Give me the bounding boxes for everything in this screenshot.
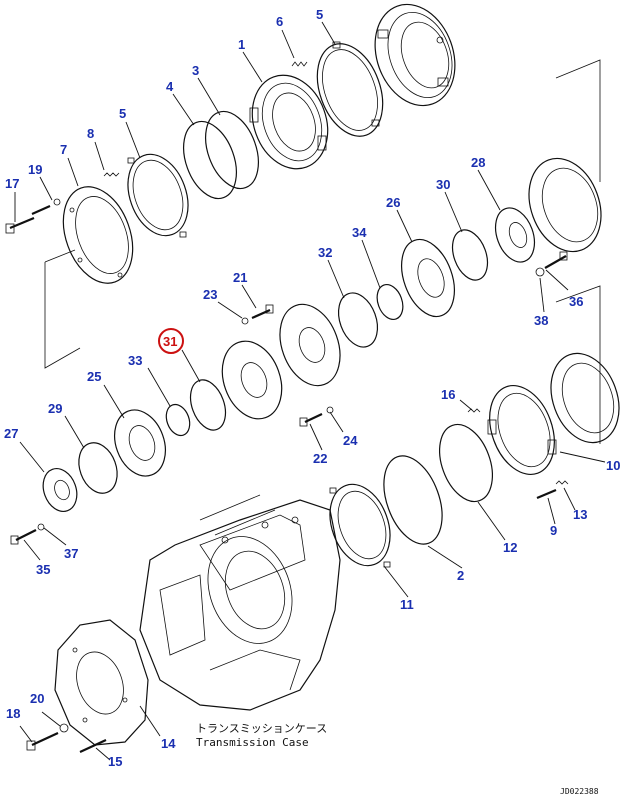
part-21-bolt	[251, 304, 274, 320]
part-10-housing	[550, 352, 620, 444]
callout-15: 15	[108, 754, 122, 769]
callout-34: 34	[352, 225, 367, 240]
callout-16: 16	[441, 387, 455, 402]
callout-4: 4	[166, 79, 174, 94]
part-38-washer	[535, 267, 545, 277]
part-34-ring	[376, 283, 404, 321]
callout-11: 11	[400, 597, 414, 612]
part-12-ring	[439, 423, 493, 503]
callout-26: 26	[386, 195, 400, 210]
callout-33: 33	[128, 353, 142, 368]
part-24-washer	[326, 406, 334, 414]
callout-28: 28	[471, 155, 485, 170]
drawing-number: JD022388	[560, 787, 599, 796]
part-20-washer	[59, 723, 69, 733]
part-16-spring	[467, 408, 481, 413]
callout-12: 12	[503, 540, 517, 555]
part-5-middle-plate	[127, 153, 189, 238]
part-17-bolt	[5, 216, 35, 234]
part-14-cover	[54, 619, 149, 746]
callout-labels: 1 6 5 3 4 5 8 7 19 17 28 30 26 34 32 36 …	[4, 7, 620, 769]
part-29-ring	[78, 442, 118, 494]
callout-13: 13	[573, 507, 587, 522]
top-right-housing	[374, 3, 456, 107]
part-4-ring	[183, 120, 237, 200]
part-19-pin	[31, 198, 61, 216]
part-35-bolt	[10, 529, 37, 545]
callout-14: 14	[161, 736, 176, 751]
callout-29: 29	[48, 401, 62, 416]
part-5-top-plate	[316, 41, 384, 137]
caption-japanese: トランスミッションケース	[196, 722, 327, 735]
part-27-bearing	[42, 468, 78, 512]
part-8-spring	[103, 172, 120, 177]
callout-8: 8	[87, 126, 94, 141]
part-30-ring	[451, 229, 489, 281]
callout-30: 30	[436, 177, 450, 192]
part-37-washer	[37, 523, 45, 531]
callout-37: 37	[64, 546, 78, 561]
part-13-spring	[555, 480, 569, 485]
callout-17: 17	[5, 176, 19, 191]
callout-6: 6	[276, 14, 283, 29]
part-25-plate	[114, 409, 166, 477]
callout-23: 23	[203, 287, 217, 302]
part-23-washer	[241, 317, 249, 325]
transmission-case	[139, 494, 341, 711]
callout-27: 27	[4, 426, 18, 441]
part-22-bolt	[299, 413, 323, 427]
callout-2: 2	[457, 568, 464, 583]
center-hub-right	[279, 303, 341, 387]
part-big-gear-ring-right	[528, 157, 602, 253]
part-36-bolt	[544, 251, 568, 269]
callout-32: 32	[318, 245, 332, 260]
part-28-bearing	[494, 207, 536, 263]
callout-36: 36	[569, 294, 583, 309]
callout-1: 1	[238, 37, 245, 52]
callout-20: 20	[30, 691, 44, 706]
part-33-ring	[165, 403, 191, 437]
phantom-frame-left	[44, 249, 81, 369]
callout-22: 22	[313, 451, 327, 466]
callout-18: 18	[6, 706, 20, 721]
callout-38: 38	[534, 313, 548, 328]
center-hub-left	[221, 340, 283, 420]
part-2-ring	[383, 455, 443, 545]
leader-lines	[14, 21, 606, 761]
callout-19: 19	[28, 162, 42, 177]
callout-7: 7	[60, 142, 67, 157]
part-7-cover	[62, 186, 134, 284]
part-32-ring	[337, 292, 379, 348]
callout-21: 21	[233, 270, 247, 285]
phantom-frame-right	[555, 59, 601, 444]
part-11-plate	[329, 483, 391, 568]
part-26-carrier	[401, 238, 455, 318]
callout-3: 3	[192, 63, 199, 78]
part-15-pin	[79, 739, 107, 753]
part-10-plate	[487, 384, 557, 476]
part-9-pin	[536, 488, 557, 500]
callout-5-middle: 5	[119, 106, 126, 121]
caption-english: Transmission Case	[196, 736, 309, 749]
part-1-housing	[249, 74, 329, 170]
callout-35: 35	[36, 562, 50, 577]
callout-10: 10	[606, 458, 620, 473]
callout-24: 24	[343, 433, 358, 448]
highlight-circle-31	[158, 328, 184, 354]
part-6-spring	[291, 61, 308, 67]
callout-25: 25	[87, 369, 101, 384]
callout-31: 31	[163, 334, 177, 349]
callout-5-top: 5	[316, 7, 323, 22]
callout-9: 9	[550, 523, 557, 538]
part-31-ring	[189, 379, 227, 431]
